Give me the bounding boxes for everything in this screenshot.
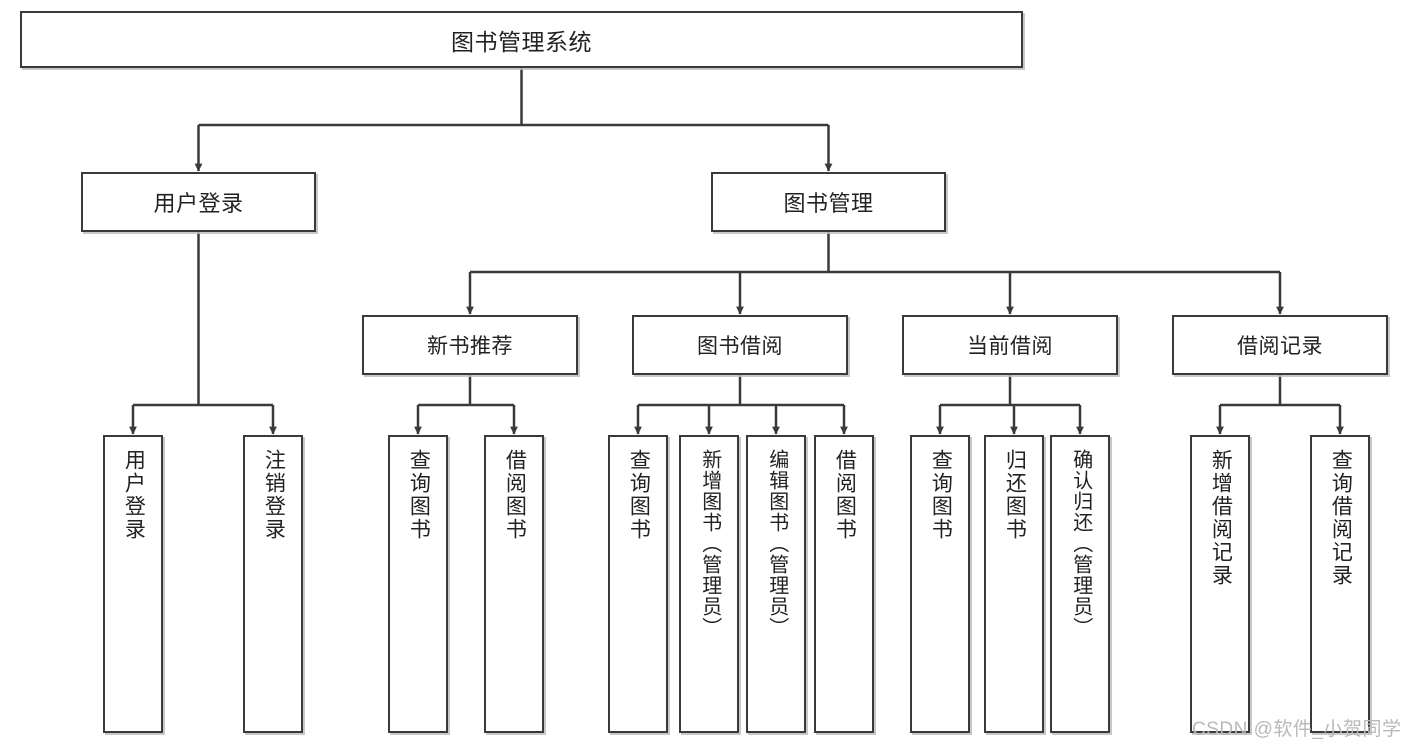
node-leaf-br-query[interactable]: 查询借阅记录 <box>1310 435 1370 733</box>
node-leaf-cb-return[interactable]: 归还图书 <box>984 435 1044 733</box>
node-book-borrow-label: 图书借阅 <box>697 335 783 358</box>
node-leaf-user-login[interactable]: 用户登录 <box>103 435 163 733</box>
node-borrow-record-label: 借阅记录 <box>1237 335 1323 358</box>
node-current-borrow-label: 当前借阅 <box>967 335 1053 358</box>
node-borrow-record[interactable]: 借阅记录 <box>1172 315 1388 375</box>
node-user-login-label: 用户登录 <box>153 191 244 216</box>
node-leaf-cb-confirm-label: 确认归还（管理员） <box>1069 449 1092 638</box>
node-new-book-rec-label: 新书推荐 <box>427 335 513 358</box>
node-leaf-cb-return-label: 归还图书 <box>1003 449 1027 541</box>
node-book-borrow[interactable]: 图书借阅 <box>632 315 848 375</box>
node-book-manage-label: 图书管理 <box>783 191 874 216</box>
node-new-book-rec[interactable]: 新书推荐 <box>362 315 578 375</box>
node-leaf-bb-borrow[interactable]: 借阅图书 <box>814 435 874 733</box>
node-leaf-rec-query[interactable]: 查询图书 <box>388 435 448 733</box>
node-leaf-rec-borrow-label: 借阅图书 <box>503 449 527 541</box>
node-leaf-user-logout[interactable]: 注销登录 <box>243 435 303 733</box>
node-leaf-rec-query-label: 查询图书 <box>407 449 431 541</box>
node-leaf-cb-query[interactable]: 查询图书 <box>910 435 970 733</box>
node-leaf-bb-query[interactable]: 查询图书 <box>608 435 668 733</box>
node-leaf-br-query-label: 查询借阅记录 <box>1329 449 1353 587</box>
node-leaf-user-logout-label: 注销登录 <box>262 449 286 541</box>
node-user-login[interactable]: 用户登录 <box>81 172 316 232</box>
node-leaf-bb-add-label: 新增图书（管理员） <box>698 449 721 638</box>
node-book-manage[interactable]: 图书管理 <box>711 172 946 232</box>
node-leaf-bb-query-label: 查询图书 <box>627 449 651 541</box>
node-leaf-bb-edit-label: 编辑图书（管理员） <box>765 449 788 638</box>
node-leaf-user-login-label: 用户登录 <box>122 449 146 541</box>
node-current-borrow[interactable]: 当前借阅 <box>902 315 1118 375</box>
node-leaf-bb-borrow-label: 借阅图书 <box>833 449 857 541</box>
csdn-watermark: CSDN @软件_小贺同学 <box>1192 719 1402 740</box>
node-leaf-cb-query-label: 查询图书 <box>929 449 953 541</box>
node-leaf-rec-borrow[interactable]: 借阅图书 <box>484 435 544 733</box>
node-root[interactable]: 图书管理系统 <box>20 11 1023 68</box>
node-leaf-cb-confirm[interactable]: 确认归还（管理员） <box>1050 435 1110 733</box>
node-leaf-bb-edit[interactable]: 编辑图书（管理员） <box>746 435 806 733</box>
node-leaf-bb-add[interactable]: 新增图书（管理员） <box>679 435 739 733</box>
node-root-label: 图书管理系统 <box>451 28 592 55</box>
node-leaf-br-add[interactable]: 新增借阅记录 <box>1190 435 1250 733</box>
node-leaf-br-add-label: 新增借阅记录 <box>1209 449 1233 587</box>
